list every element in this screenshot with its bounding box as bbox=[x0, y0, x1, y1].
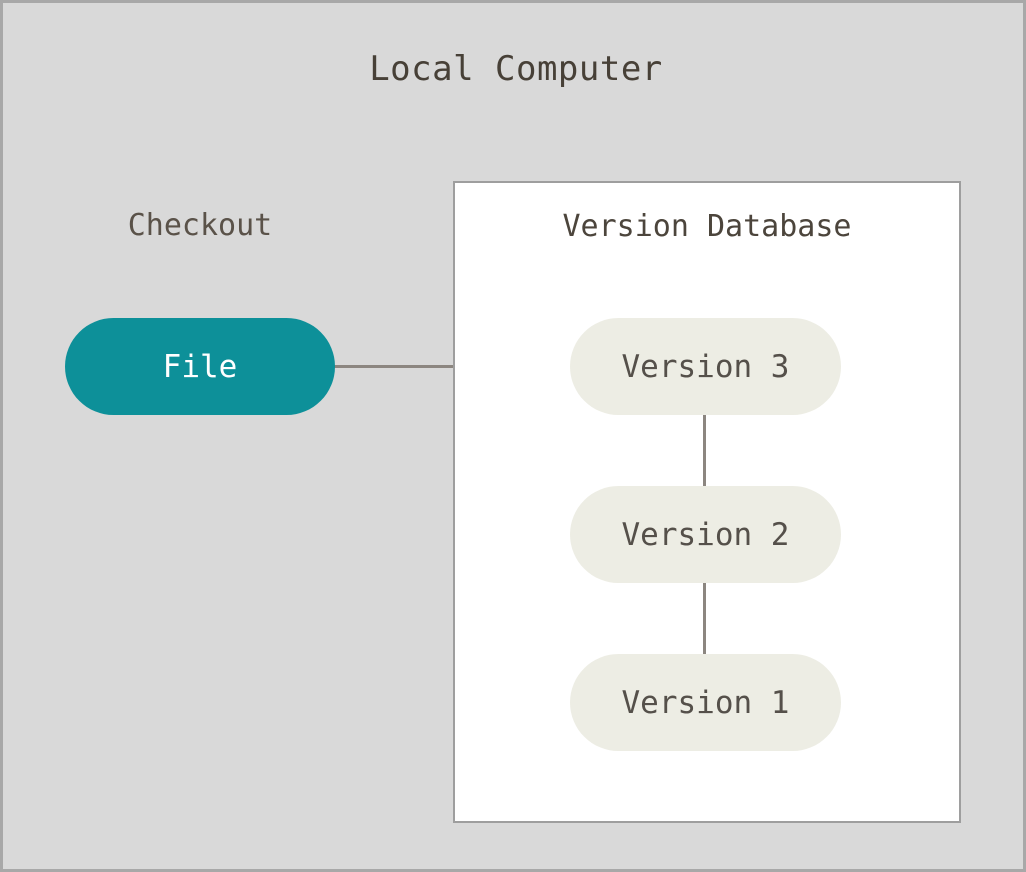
node-version-1[interactable]: Version 1 bbox=[570, 654, 841, 751]
node-version-3[interactable]: Version 3 bbox=[570, 318, 841, 415]
checkout-section-label: Checkout bbox=[127, 208, 273, 243]
connector-version-3-to-version-2-line bbox=[703, 413, 706, 491]
connector-version-2-to-version-1-line bbox=[703, 581, 706, 659]
page-title: Local Computer bbox=[369, 49, 663, 89]
version-database-title: Version Database bbox=[562, 209, 852, 244]
node-file[interactable]: File bbox=[65, 318, 335, 415]
node-version-2[interactable]: Version 2 bbox=[570, 486, 841, 583]
